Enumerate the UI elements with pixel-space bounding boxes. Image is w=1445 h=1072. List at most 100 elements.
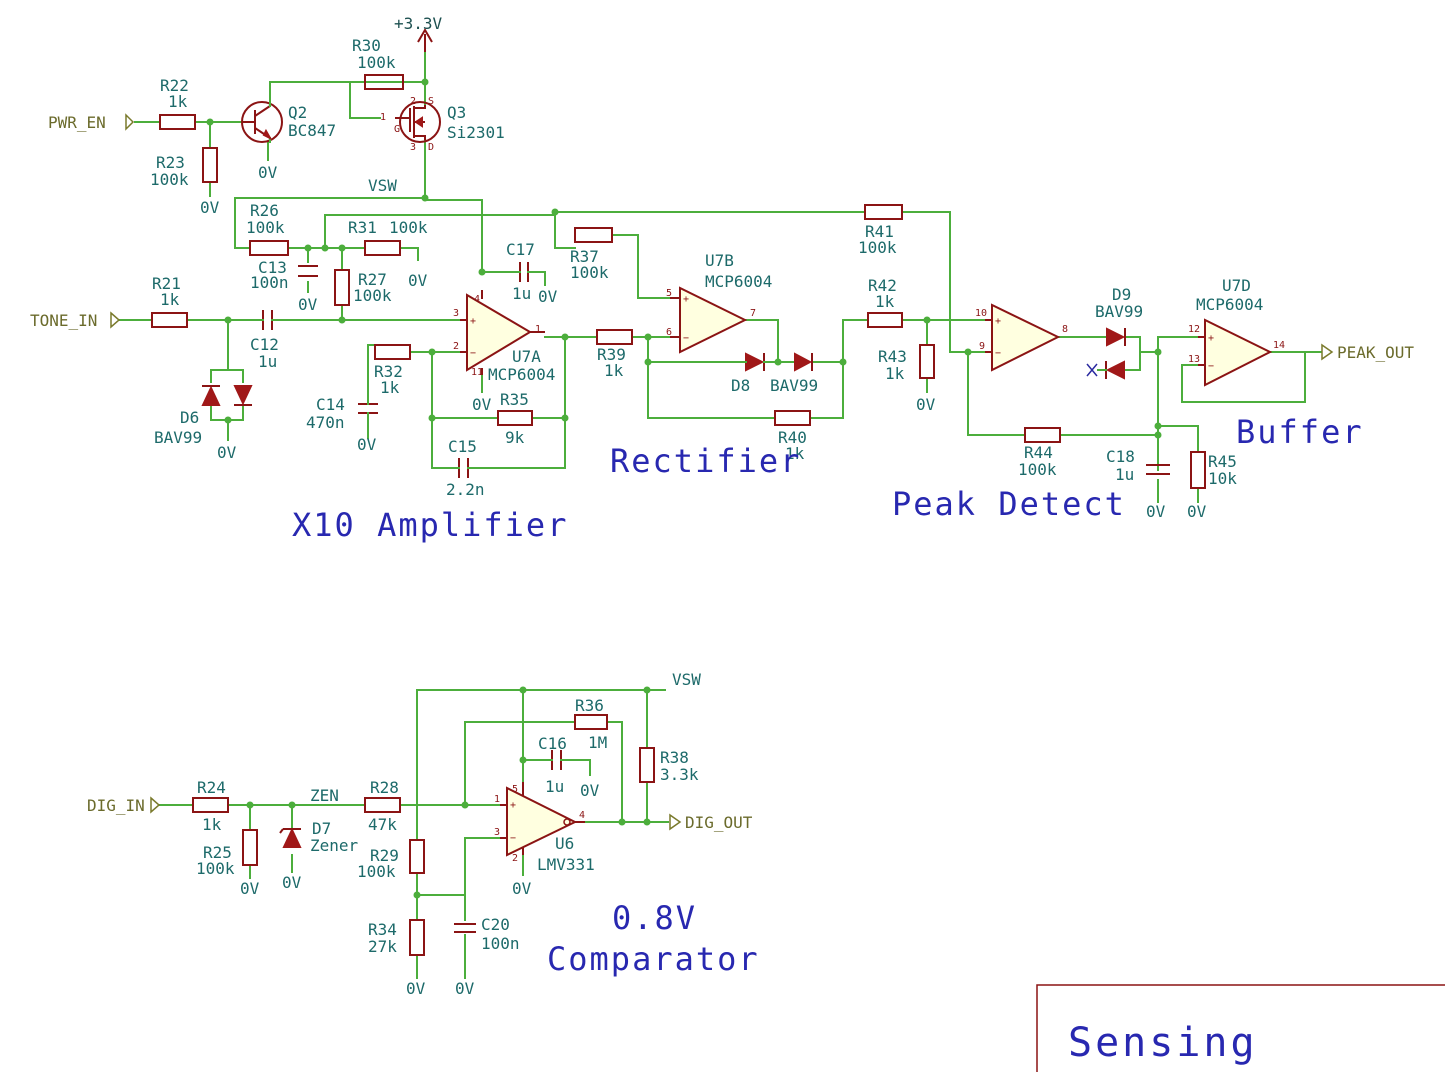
label-c20-value: 100n xyxy=(481,934,520,953)
label-r39-value: 1k xyxy=(604,361,624,380)
section-peak-detect: Peak Detect xyxy=(892,485,1126,523)
resistor-r38 xyxy=(639,747,655,783)
pin-number-6: 3 xyxy=(453,308,459,319)
label-q2-value: BC847 xyxy=(288,121,336,140)
pin-number-26: + xyxy=(1208,333,1214,344)
label-r28-ref: R28 xyxy=(370,778,399,797)
label-d7-value: Zener xyxy=(310,836,359,855)
pin-number-18: 10 xyxy=(975,308,987,319)
resistor-r43 xyxy=(919,344,935,379)
label-r21-value: 1k xyxy=(160,290,180,309)
pin-number-8: 1 xyxy=(535,324,541,335)
resistor-r28 xyxy=(364,797,401,813)
diode-d6 xyxy=(201,385,253,406)
label-r44-ref: R44 xyxy=(1024,443,1053,462)
label-r42-ref: R42 xyxy=(868,276,897,295)
label-c16-value: 1u xyxy=(545,777,564,796)
capacitor-c13 xyxy=(298,265,318,277)
label-r42-value: 1k xyxy=(875,292,895,311)
pin-number-17: − xyxy=(683,333,689,344)
pin-number-9: 4 xyxy=(474,294,480,305)
resistor-r27 xyxy=(334,269,350,306)
label-r28-value: 47k xyxy=(368,815,397,834)
flag-dig-out-icon xyxy=(669,813,682,831)
ground-r43: 0V xyxy=(916,395,936,414)
ground-r34: 0V xyxy=(406,979,426,998)
flag-pwr-en-icon xyxy=(125,113,135,131)
label-c12-value: 1u xyxy=(258,352,277,371)
resistor-r32 xyxy=(374,344,411,360)
ground-u6: 0V xyxy=(512,879,532,898)
label-d6-value: BAV99 xyxy=(154,428,202,447)
net-tone-in: TONE_IN xyxy=(30,311,97,330)
resistor-r31 xyxy=(364,240,401,256)
ground-r25: 0V xyxy=(240,879,260,898)
section-comparator-voltage: 0.8V xyxy=(612,899,697,937)
label-q3-ref: Q3 xyxy=(447,103,466,122)
pin-number-16: + xyxy=(683,294,689,305)
capacitor-c17 xyxy=(514,262,546,282)
label-r26-ref: R26 xyxy=(250,201,279,220)
capacitor-c18 xyxy=(1146,464,1170,475)
ground-d7: 0V xyxy=(282,873,302,892)
label-r23-value: 100k xyxy=(150,170,189,189)
label-r40-value: 1k xyxy=(785,444,805,463)
label-r24-value: 1k xyxy=(202,815,222,834)
label-c14-value: 470n xyxy=(306,413,345,432)
component-labels: R22 1k R23 100k R30 100k Q2 BC847 Q3 Si2… xyxy=(150,36,1263,956)
capacitor-c20 xyxy=(454,923,476,933)
pin-number-12: − xyxy=(470,348,476,359)
capacitor-c12 xyxy=(254,310,281,330)
label-r21-ref: R21 xyxy=(152,274,181,293)
label-c18-value: 1u xyxy=(1115,465,1134,484)
diodes xyxy=(201,327,1126,848)
label-r43-ref: R43 xyxy=(878,347,907,366)
flag-peak-out-icon xyxy=(1321,343,1334,361)
diode-d7 xyxy=(279,827,302,848)
resistor-r40 xyxy=(774,410,811,426)
label-c16-ref: C16 xyxy=(538,734,567,753)
label-r38-ref: R38 xyxy=(660,748,689,767)
opamp-u7a xyxy=(460,290,545,375)
label-u7a-value: MCP6004 xyxy=(488,365,555,384)
title-block-frame xyxy=(1036,984,1445,1072)
label-d9-ref: D9 xyxy=(1112,285,1131,304)
resistor-r39 xyxy=(596,329,633,345)
resistor-r26 xyxy=(249,240,289,256)
section-buffer: Buffer xyxy=(1236,413,1364,451)
pin-number-31: 5 xyxy=(512,784,518,795)
pin-number-4: 3 xyxy=(410,142,416,153)
label-r22-ref: R22 xyxy=(160,76,189,95)
pin-number-3: S xyxy=(428,96,434,107)
resistor-r41 xyxy=(864,204,903,220)
label-q3-value: Si2301 xyxy=(447,123,505,142)
pin-number-1: G xyxy=(394,124,400,135)
pin-number-5: D xyxy=(428,142,434,153)
label-r43-value: 1k xyxy=(885,364,905,383)
label-r37-ref: R37 xyxy=(570,247,599,266)
label-d6-ref: D6 xyxy=(180,408,199,427)
pin-number-34: − xyxy=(510,833,516,844)
label-r23-ref: R23 xyxy=(156,153,185,172)
opamp-u7c xyxy=(985,303,1061,372)
label-r40-ref: R40 xyxy=(778,428,807,447)
resistor-r34 xyxy=(409,919,425,956)
label-c17-value: 1u xyxy=(512,284,531,303)
flag-dig-in-icon xyxy=(150,796,161,814)
net-supply: +3.3V xyxy=(394,14,443,33)
label-c14-ref: C14 xyxy=(316,395,345,414)
pin-number-19: 9 xyxy=(979,341,985,352)
label-c12-ref: C12 xyxy=(250,335,279,354)
label-c13-value: 100n xyxy=(250,273,289,292)
label-r37-value: 100k xyxy=(570,263,609,282)
label-r30-ref: R30 xyxy=(352,36,381,55)
label-c17-ref: C17 xyxy=(506,240,535,259)
resistor-r30 xyxy=(364,74,404,90)
pin-number-21: + xyxy=(995,316,1001,327)
pin-number-0: 1 xyxy=(380,112,386,123)
label-r27-ref: R27 xyxy=(358,270,387,289)
resistor-r45 xyxy=(1190,451,1206,489)
ground-labels: 0V 0V 0V 0V 0V 0V 0V 0V 0V 0V 0V 0V 0V 0… xyxy=(200,163,1207,998)
pin-number-28: 1 xyxy=(494,794,500,805)
pin-number-30: 4 xyxy=(579,810,585,821)
